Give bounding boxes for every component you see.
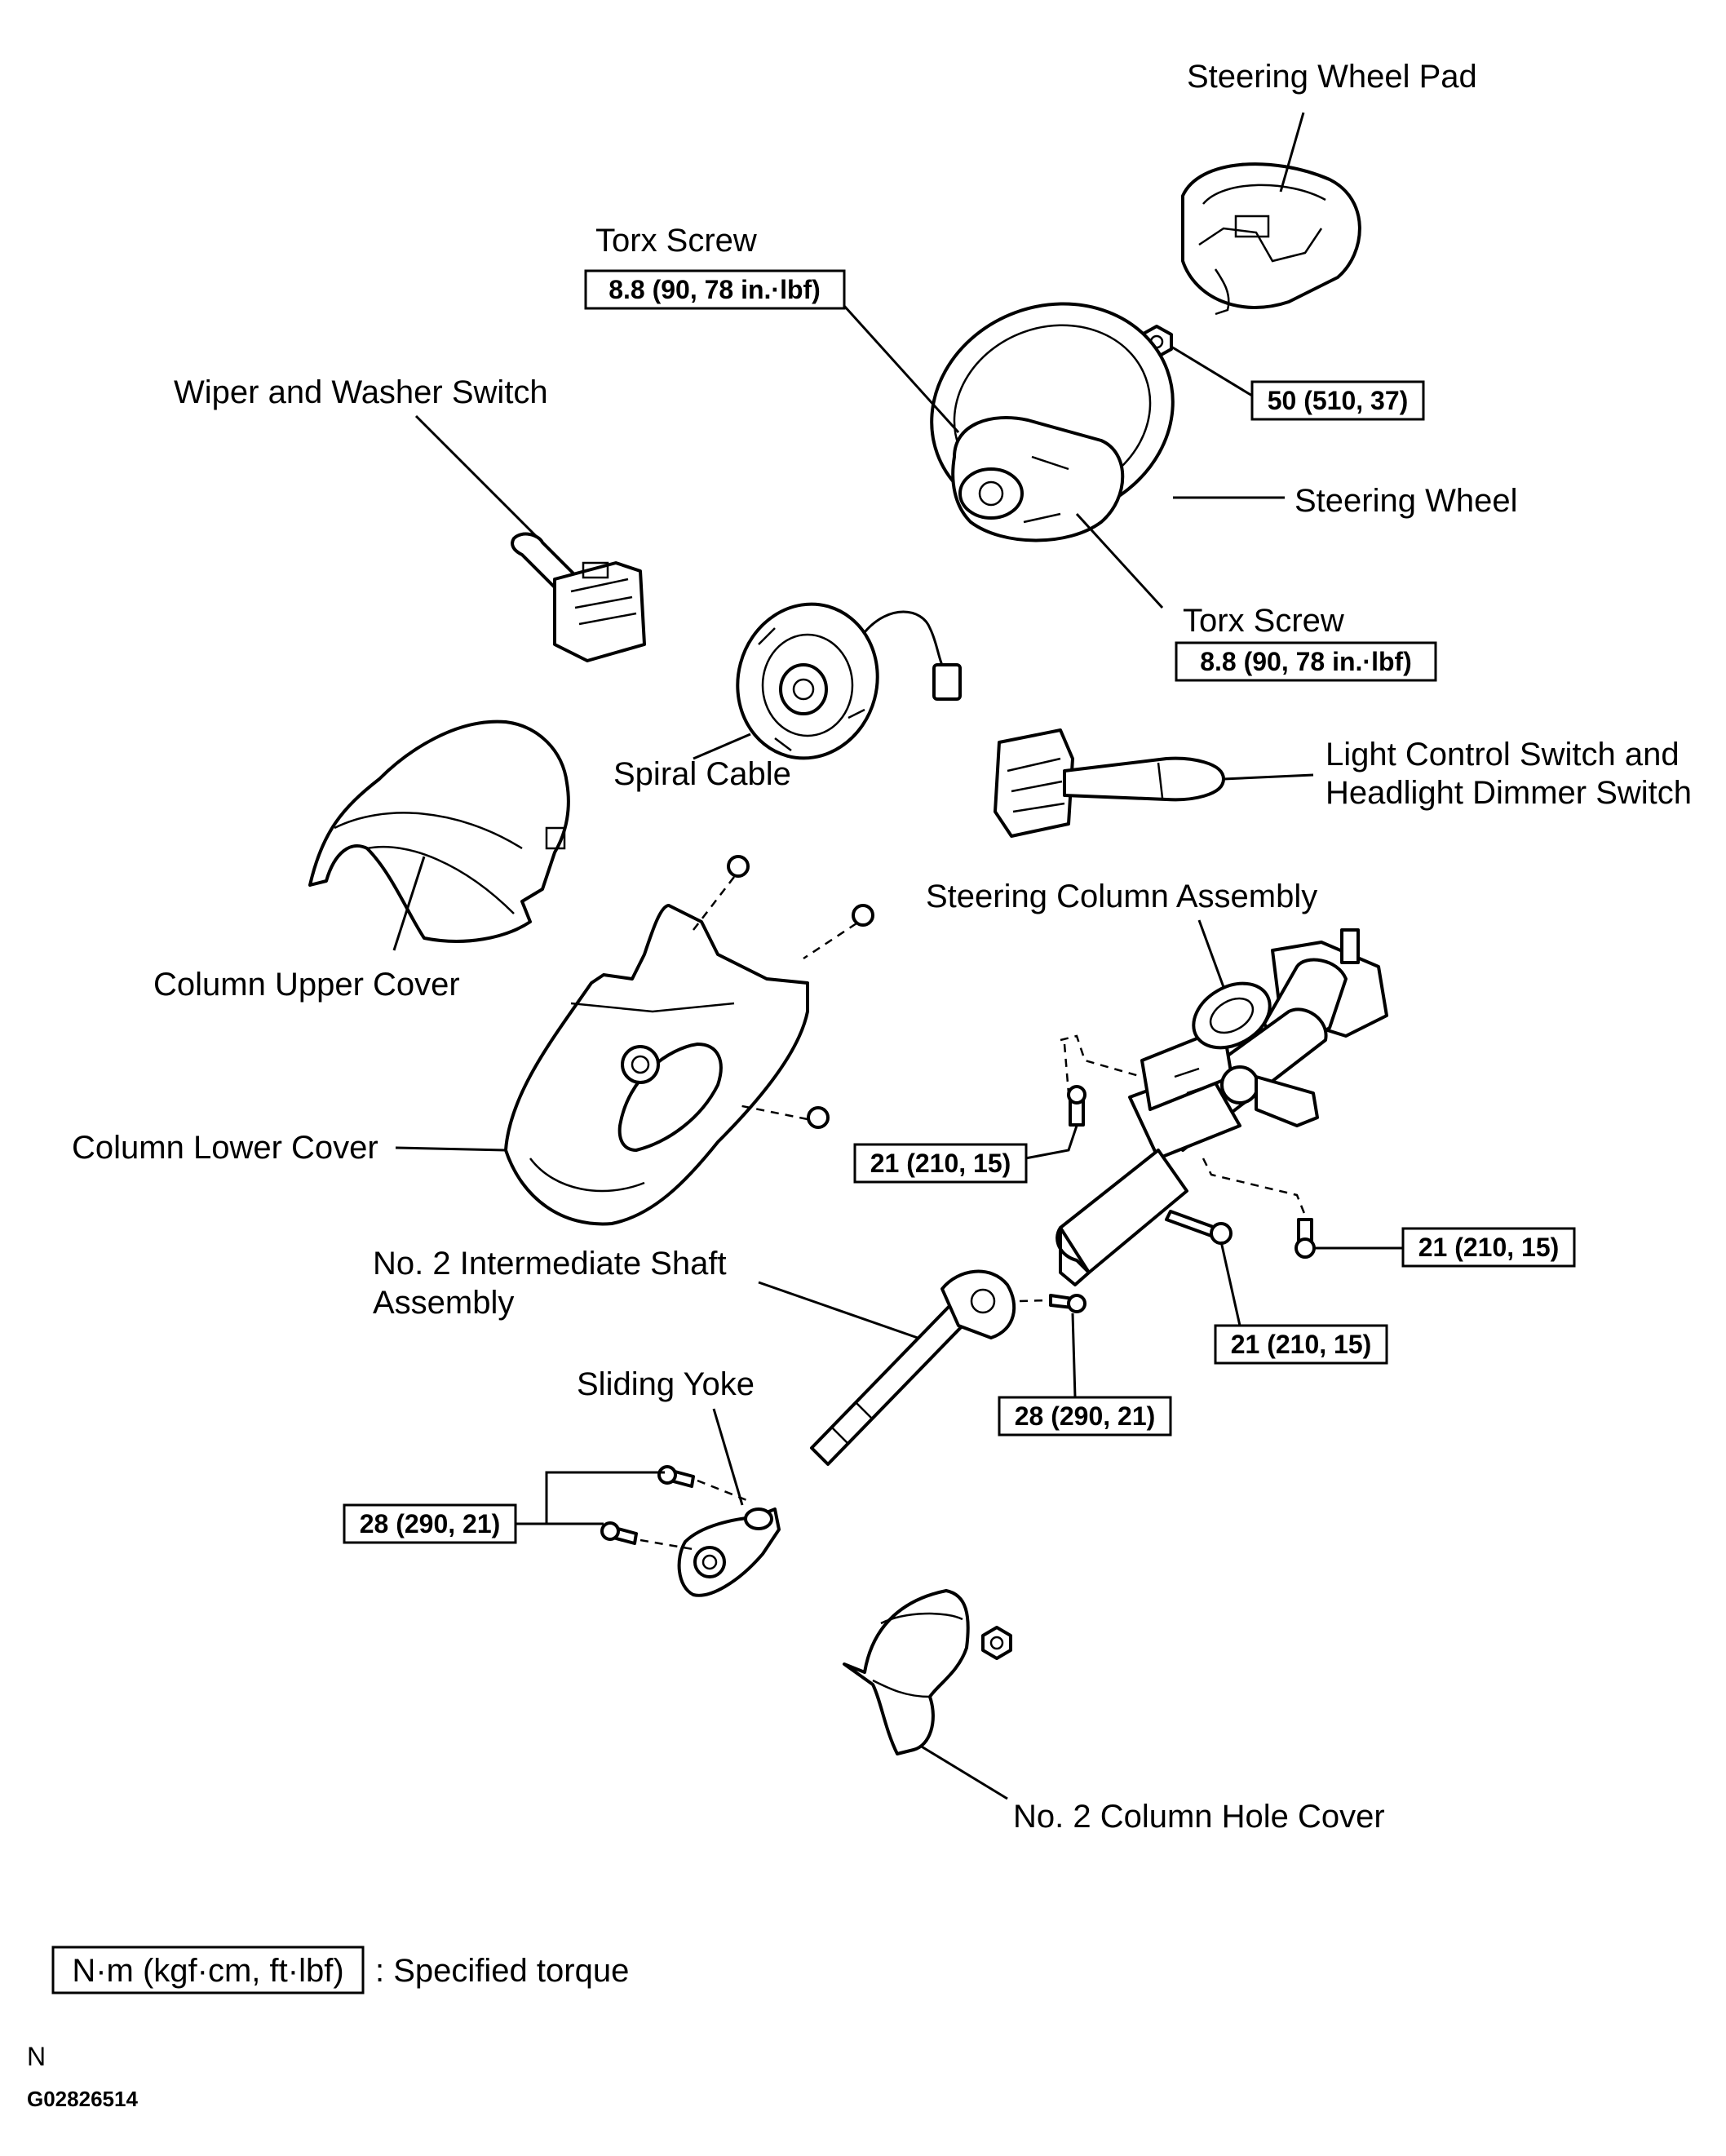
torque-box-column-right: 21 (210, 15): [1401, 1227, 1576, 1268]
steering-column-assembly-part: [1056, 928, 1388, 1286]
steering-wheel-pad-part: [1181, 162, 1361, 316]
label-sliding-yoke: Sliding Yoke: [577, 1366, 755, 1402]
intermediate-shaft-part: [810, 1269, 1016, 1466]
spiral-cable-part: [736, 602, 962, 760]
svg-text:8.8 (90, 78 in.·lbf): 8.8 (90, 78 in.·lbf): [1200, 647, 1412, 676]
leader-lines: [392, 112, 1403, 1800]
column-lower-cover-part: [504, 904, 809, 1226]
torque-legend: N·m (kgf·cm, ft·lbf) : Specified torque: [51, 1946, 629, 1994]
label-steering-wheel: Steering Wheel: [1294, 483, 1517, 519]
column-bolts: [1067, 1085, 1316, 1259]
label-light-control-line1: Light Control Switch and: [1325, 737, 1680, 773]
legend-unit-box: N·m (kgf·cm, ft·lbf): [72, 1953, 343, 1989]
torque-box-yoke-bolts: 28 (290, 21): [343, 1503, 517, 1544]
svg-text:50 (510, 37): 50 (510, 37): [1268, 386, 1409, 415]
label-column-upper-cover: Column Upper Cover: [153, 967, 460, 1003]
wiper-washer-switch-part: [511, 532, 646, 662]
torque-box-shaft-bolt: 28 (290, 21): [998, 1396, 1172, 1437]
svg-text:21 (210, 15): 21 (210, 15): [1418, 1233, 1560, 1262]
footer-code-letter: N: [27, 2042, 46, 2071]
lower-cover-screws: [693, 855, 874, 1129]
torque-box-wheel-nut: 50 (510, 37): [1250, 380, 1425, 421]
svg-text:21 (210, 15): 21 (210, 15): [1231, 1330, 1372, 1359]
label-steering-wheel-pad: Steering Wheel Pad: [1187, 59, 1477, 95]
steering-wheel-part: [930, 302, 1175, 542]
column-hole-cover-part: [843, 1589, 1012, 1755]
label-wiper-washer-switch: Wiper and Washer Switch: [174, 374, 548, 410]
torque-box-torx-lower: 8.8 (90, 78 in.·lbf): [1175, 641, 1437, 682]
shaft-bolt: [1019, 1294, 1086, 1313]
label-light-control-line2: Headlight Dimmer Switch: [1325, 775, 1692, 811]
label-intermediate-shaft-line1: No. 2 Intermediate Shaft: [373, 1246, 727, 1282]
label-column-hole-cover: No. 2 Column Hole Cover: [1013, 1799, 1385, 1835]
column-upper-cover-part: [308, 719, 570, 943]
torque-box-column-left: 21 (210, 15): [853, 1143, 1028, 1184]
label-intermediate-shaft-line2: Assembly: [373, 1285, 514, 1321]
legend-description: : Specified torque: [375, 1953, 629, 1989]
label-spiral-cable: Spiral Cable: [613, 756, 791, 792]
svg-text:28 (290, 21): 28 (290, 21): [360, 1509, 501, 1538]
svg-text:8.8 (90, 78 in.·lbf): 8.8 (90, 78 in.·lbf): [609, 275, 821, 304]
sliding-yoke-part: [677, 1507, 781, 1597]
light-control-switch-part: [994, 728, 1225, 838]
label-steering-column-assembly: Steering Column Assembly: [926, 879, 1317, 914]
svg-text:21 (210, 15): 21 (210, 15): [870, 1149, 1011, 1178]
label-column-lower-cover: Column Lower Cover: [72, 1130, 378, 1166]
label-torx-screw-lower: Torx Screw: [1183, 603, 1344, 639]
torque-box-column-bottom: 21 (210, 15): [1214, 1324, 1388, 1365]
svg-text:28 (290, 21): 28 (290, 21): [1015, 1401, 1156, 1431]
label-torx-screw-upper: Torx Screw: [595, 223, 757, 259]
footer-figure-id: G02826514: [27, 2087, 138, 2111]
torque-box-torx-upper: 8.8 (90, 78 in.·lbf): [584, 269, 846, 310]
